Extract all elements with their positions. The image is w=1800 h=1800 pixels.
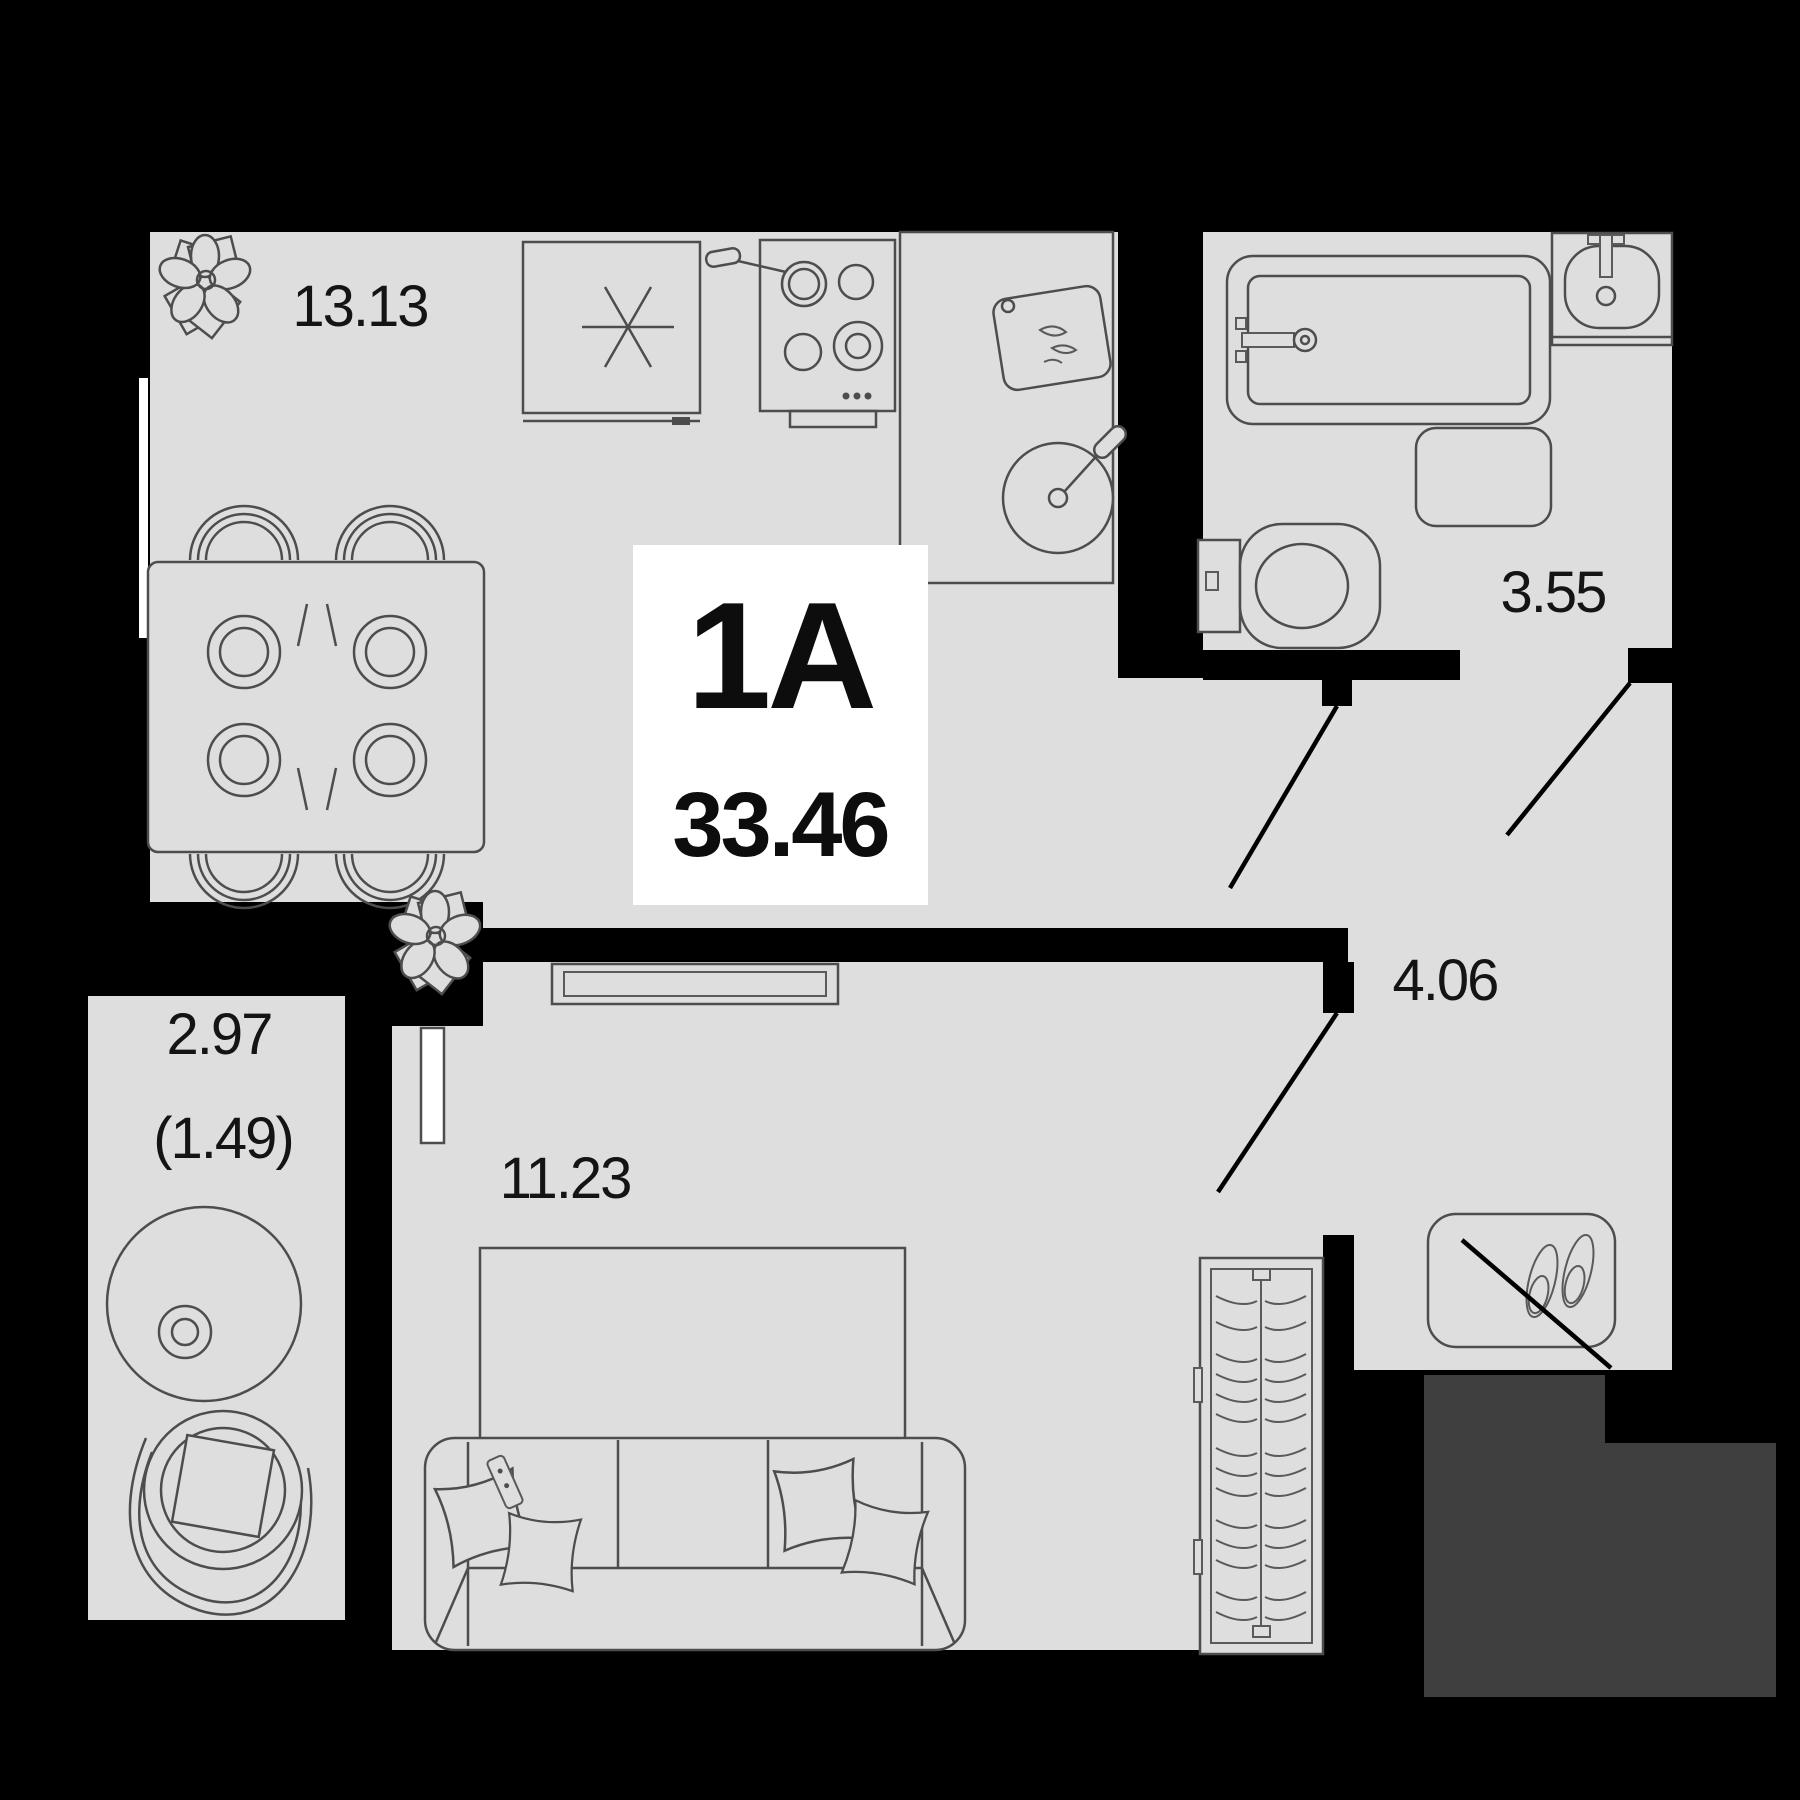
entry-landing-lower xyxy=(1424,1443,1776,1697)
round-table-icon xyxy=(105,1205,303,1403)
total-area-label: 33.46 xyxy=(672,774,887,876)
pillow-icon xyxy=(497,1508,584,1596)
pillow-icon xyxy=(772,1457,866,1553)
cutting-board-icon xyxy=(992,284,1112,392)
unit-type-label: 1A xyxy=(687,571,874,741)
kitchen-counter xyxy=(898,230,1128,585)
shoe-cabinet-icon xyxy=(1426,1212,1617,1349)
bathroom-area-label: 3.55 xyxy=(1501,560,1606,625)
door-swing-line xyxy=(1216,1011,1339,1194)
dining-table-icon xyxy=(146,504,486,910)
washbasin-icon xyxy=(1550,231,1674,347)
door-jamb xyxy=(1323,962,1354,1013)
info-box xyxy=(633,545,928,905)
hallway-area-label: 4.06 xyxy=(1393,948,1498,1013)
door-jamb xyxy=(1322,678,1352,706)
tv-icon xyxy=(550,962,840,1006)
balcony-reduced-area-label: (1.49) xyxy=(153,1106,293,1171)
cooktop-icon xyxy=(704,238,897,429)
wall-segment xyxy=(1323,1235,1354,1370)
remote-icon xyxy=(486,1454,524,1510)
bathtub-icon xyxy=(1225,254,1552,426)
washing-machine-icon xyxy=(1414,426,1553,528)
kitchen-living-area-label: 13.13 xyxy=(292,274,427,339)
wardrobe-icon xyxy=(1193,1256,1325,1656)
balcony-door-leaf xyxy=(419,1026,446,1145)
kitchen-hall-connector xyxy=(1118,678,1203,928)
window-strip xyxy=(139,378,148,638)
kitchen-sink-icon xyxy=(1001,424,1128,555)
fridge-icon xyxy=(521,240,702,425)
toilet-icon xyxy=(1196,522,1382,650)
rug xyxy=(478,1246,907,1450)
entrance-door-swing-line xyxy=(1460,1238,1613,1370)
balcony-area-label: 2.97 xyxy=(167,1002,272,1067)
wall-segment xyxy=(1203,928,1348,962)
door-swing-line xyxy=(1505,681,1632,837)
sofa-icon xyxy=(423,1436,967,1652)
bedroom-area-label: 11.23 xyxy=(500,1146,631,1211)
armchair-icon xyxy=(128,1409,313,1616)
door-jamb xyxy=(1628,648,1672,683)
bathroom-doorway xyxy=(1460,650,1628,680)
entry-landing-upper xyxy=(1424,1375,1605,1443)
door-swing-line xyxy=(1228,704,1339,890)
